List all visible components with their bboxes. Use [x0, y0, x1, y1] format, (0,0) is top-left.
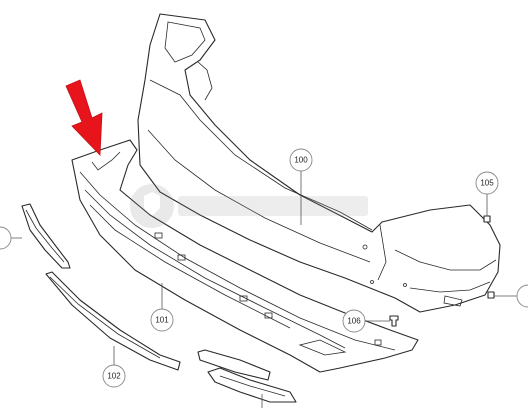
left-trim-strip	[21, 203, 71, 269]
long-trim-strip	[45, 271, 181, 371]
callout-105[interactable]: 105	[475, 171, 499, 195]
bumper-cover	[137, 13, 501, 313]
callout-100[interactable]: 100	[289, 148, 313, 172]
screw-106	[389, 315, 399, 327]
callout-label-100: 100	[294, 156, 308, 165]
callout-101[interactable]: 101	[150, 308, 174, 332]
callout-partial-left	[0, 226, 12, 250]
watermark-shield-icon	[130, 184, 368, 228]
lower-valance	[71, 139, 419, 373]
callout-label-105: 105	[480, 179, 494, 188]
callout-102[interactable]: 102	[102, 364, 126, 388]
callout-106[interactable]: 106	[342, 309, 366, 333]
lower-right-trim	[197, 349, 297, 403]
callout-label-102: 102	[107, 372, 121, 381]
callout-label-106: 106	[347, 317, 361, 326]
callout-partial-right	[516, 284, 528, 308]
highlight-arrow-icon	[65, 79, 103, 156]
callout-label-101: 101	[155, 316, 169, 325]
clip-105	[483, 215, 495, 299]
